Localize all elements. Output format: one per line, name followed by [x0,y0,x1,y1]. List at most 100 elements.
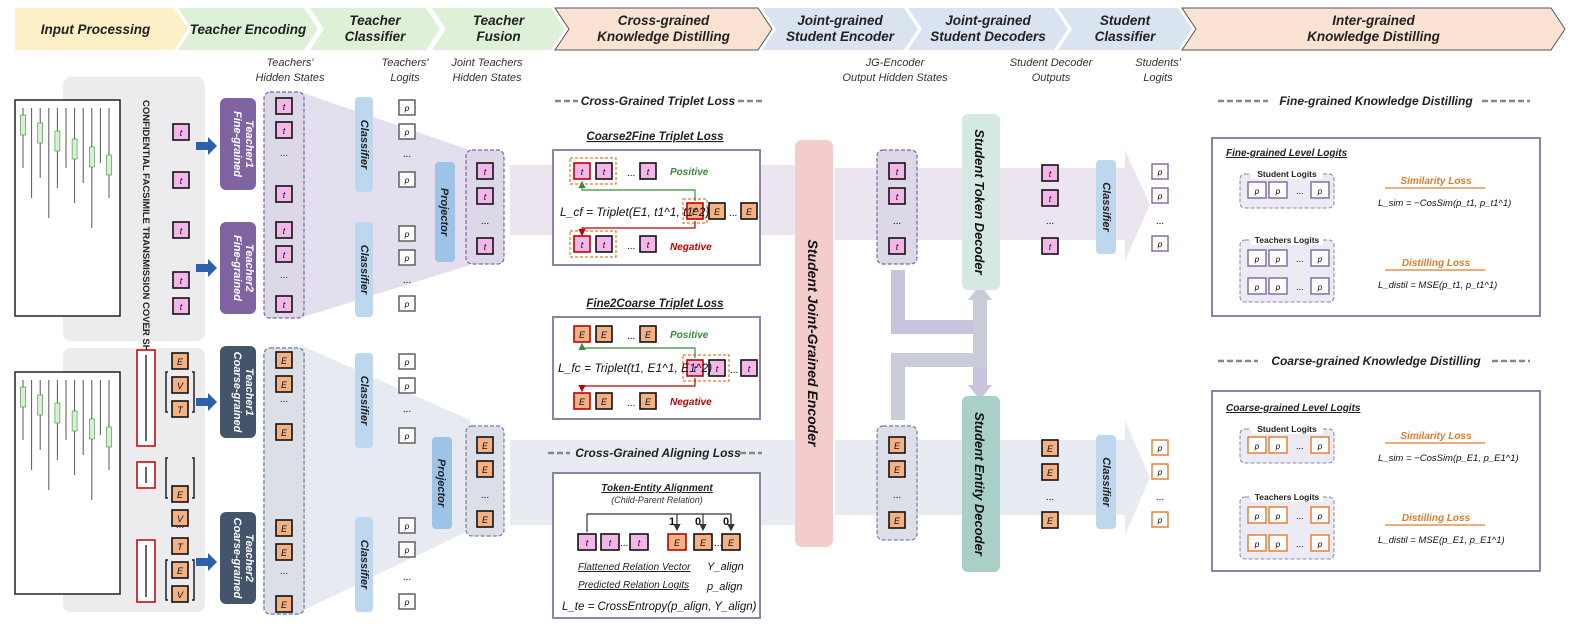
svg-text:p: p [404,230,410,239]
fine-teachers-logits-cell [1247,249,1267,267]
svg-text:...: ... [1046,492,1054,503]
hidden-token-0 [275,97,293,115]
svg-text:E: E [645,397,652,407]
svg-text:t: t [1049,194,1052,204]
student-entity-decoder-label: Student Entity Decoder [972,412,987,557]
input-entity-6 [171,561,189,579]
stage-label-2: Teacher [349,13,401,28]
joint-token-1 [476,187,494,205]
teacher-label-2: Coarse-grained [231,352,243,433]
coarse-teachers-logits-cell [1247,534,1267,552]
document-coarse [14,371,121,595]
teacher-block-1 [220,222,256,314]
svg-text:E: E [281,600,288,610]
input-arrow-1 [196,259,217,277]
svg-text:...: ... [730,365,738,376]
teacher-classifier-3 [355,517,373,612]
joint-coarse-column [465,425,505,537]
logit-ellipsis-3: ... [403,572,411,583]
coarse-teachers-logits-cell [1268,534,1288,552]
joint-entity-1 [476,460,494,478]
stage-label-8: Inter-grained [1332,13,1415,28]
svg-text:...: ... [893,490,901,501]
fine-teachers-logits-cell [1268,277,1288,295]
fine-dist-formula: L_distil = MSE(p_t1, p_t1^1) [1378,280,1497,291]
aligning-section-title: Cross-Grained Aligning Loss [575,446,741,460]
svg-text:p: p [1157,444,1163,453]
fine-level-logits: Fine-grained Level Logits [1226,148,1348,159]
stage-label-6: Student Decoders [930,29,1046,44]
teacher-classifier-2 [355,353,373,448]
header-joint-teachers: Joint Teachers [450,57,523,69]
dec-token-0 [1041,164,1059,182]
svg-text:E: E [482,465,489,475]
svg-text:V: V [177,514,184,524]
teacher-logit-t-4 [398,249,416,266]
svg-text:p: p [1157,168,1163,177]
svg-text:p: p [1317,512,1323,521]
svg-text:Classifier: Classifier [358,540,370,590]
svg-text:...: ... [627,168,635,179]
svg-text:V: V [177,381,184,391]
flattened-relation: Flattened Relation Vector [578,562,691,573]
fine-teachers-logits-cell [1268,249,1288,267]
fine-student-logits-cell [1268,181,1288,199]
header-jg-encoder: JG-Encoder [865,57,926,69]
svg-text:Classifier: Classifier [358,376,370,426]
coarse-student-logits-cell [1247,436,1267,454]
hidden-entity-0 [275,351,293,369]
svg-text:p: p [1275,255,1281,264]
hidden-token-1 [275,121,293,139]
svg-text:t: t [484,192,487,202]
svg-text:E: E [281,428,288,438]
teacher-logit-t-3 [398,225,416,242]
input-token-1 [172,123,190,141]
student-logit-e-2 [1151,511,1169,528]
svg-text:Student Logits: Student Logits [1257,424,1317,434]
svg-text:E: E [645,330,652,340]
fine-teachers-logits-cell [1247,277,1267,295]
joint-token-0 [476,162,494,180]
coarse-teachers-logits-cell [1247,506,1267,524]
teacher-hidden-states: ttttttEEEEEE............ [263,91,305,615]
stage-0 [15,8,188,50]
f2c-pos-n [639,325,657,343]
svg-text:p: p [404,104,410,113]
input-ellipsis: ... [176,520,184,531]
align-bit-0: 1 [669,516,675,528]
stage-label-7: Classifier [1095,29,1157,44]
stage-5 [762,8,918,50]
header-student-decoder: Student Decoder [1010,57,1094,69]
fine-distilling: Distilling Loss [1402,258,1471,269]
fine-teachers-logits-cell [1310,249,1330,267]
svg-text:T: T [177,542,184,552]
coarse-level-logits: Coarse-grained Level Logits [1226,403,1361,414]
teacher-logit-e-0 [398,353,416,370]
svg-text:p: p [404,254,410,263]
svg-text:E: E [894,516,901,526]
enc-token-1 [888,187,906,205]
svg-text:...: ... [481,490,489,501]
alignment-formula: L_te = CrossEntropy(p_align, Y_align) [562,601,757,613]
svg-text:p: p [1254,283,1260,292]
p-align: p_align [706,581,742,593]
stage-label-0: Input Processing [41,22,151,37]
stage-label-3: Fusion [476,29,520,44]
svg-text:p: p [1254,187,1260,196]
svg-text:Classifier: Classifier [1100,182,1112,232]
align-t2 [600,533,620,551]
joint-entity-0 [476,436,494,454]
y-align: Y_align [707,561,744,573]
stage-label-4: Cross-grained [618,13,710,28]
svg-text:t: t [180,276,183,286]
c2f-formula: L_cf = Triplet(E1, t1^1, t1^2) [560,205,709,219]
hidden-entity-1 [275,375,293,393]
input-entity-4 [171,509,189,527]
svg-text:...: ... [620,538,628,549]
joint-teacher-hidden-states: tttEEE...... [465,149,505,537]
svg-text:E: E [728,538,735,548]
svg-text:p: p [404,522,410,531]
svg-text:p: p [404,546,410,555]
svg-text:t: t [609,538,612,548]
